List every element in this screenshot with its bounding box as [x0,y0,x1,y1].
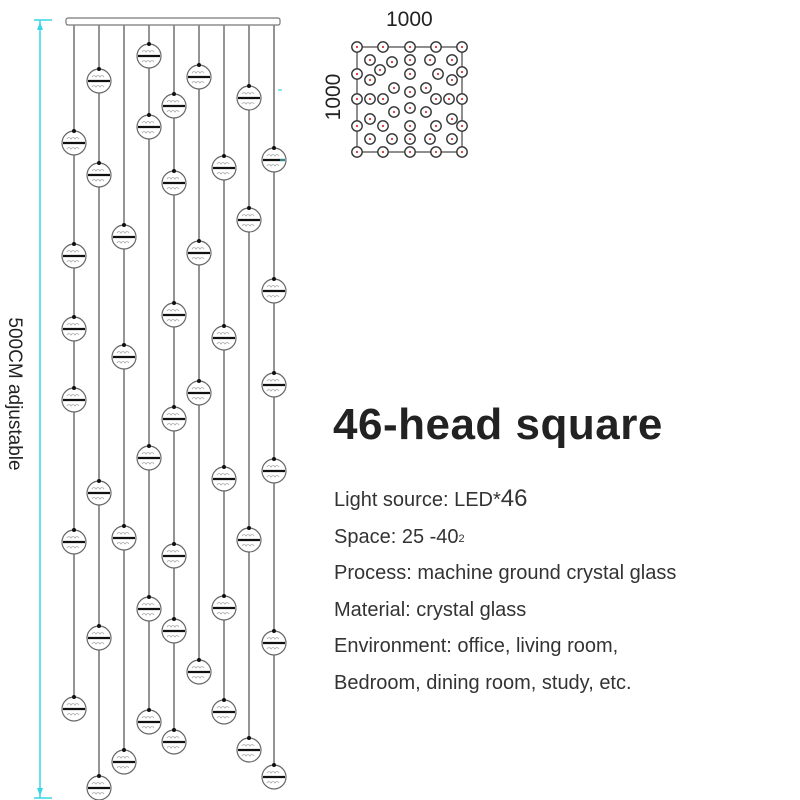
crystal-bulb-icon [111,748,137,775]
crystal-bulb-icon [211,324,237,351]
crystal-bulb-icon [186,658,212,685]
crystal-bulb-icon [136,595,162,622]
crystal-bulb-icon [136,708,162,735]
crystal-bulb-icon [86,774,112,800]
crystal-bulb-icon [211,594,237,621]
spec-environment-2: Bedroom, dining room, study, etc. [334,671,632,694]
crystal-bulb-icon [261,277,287,304]
crystal-bulb-icon [111,524,137,551]
crystal-bulb-icon [161,542,187,569]
crystal-bulb-icon [186,239,212,266]
crystal-bulb-icon [136,42,162,69]
chandelier-elevation-drawing [34,17,287,800]
crystal-bulb-icon [261,763,287,790]
crystal-bulb-icon [61,242,87,269]
plan-width-label: 1000 [386,8,433,31]
spec-process: Process: machine ground crystal glass [334,562,677,584]
crystal-bulb-icon [111,343,137,370]
crystal-bulb-icon [61,695,87,722]
crystal-bulb-icon [161,301,187,328]
crystal-bulb-icon [236,206,262,233]
crystal-bulb-icon [161,92,187,119]
crystal-bulb-icon [136,444,162,471]
crystal-bulb-icon [211,154,237,181]
crystal-bulb-icon [211,698,237,725]
crystal-bulb-icon [161,728,187,755]
crystal-bulb-icon [61,315,87,342]
height-dimension-label: 500CM adjustable [4,317,25,471]
product-title: 46-head square [333,400,663,449]
crystal-bulb-icon [186,379,212,406]
led-count: 46 [500,485,528,512]
spec-space: Space: 25 -402 [334,525,465,548]
crystal-bulb-icon [261,629,287,656]
spec-material: Material: crystal glass [334,598,527,621]
spec-light-source: Light source: LED*46 [334,485,528,512]
crystal-bulb-icon [261,371,287,398]
ceiling-rod [65,17,281,26]
crystal-bulb-icon [161,617,187,644]
crystal-bulb-icon [261,457,287,484]
crystal-bulb-icon [61,129,87,156]
crystal-bulb-icon [86,624,112,651]
crystal-bulb-icon [61,528,87,555]
crystal-bulb-icon [186,63,212,90]
crystal-bulb-icon [161,169,187,196]
crystal-bulb-icon [211,465,237,492]
crystal-bulb-icon [86,479,112,506]
crystal-bulb-icon [261,146,287,173]
plan-depth-label: 1000 [322,73,345,121]
crystal-bulb-icon [86,161,112,188]
crystal-bulb-icon [86,67,112,94]
crystal-bulb-icon [136,113,162,140]
crystal-bulb-icon [236,526,262,553]
crystal-bulb-icon [111,223,137,250]
plan-view-drawing [351,41,468,158]
crystal-bulb-icon [61,386,87,413]
spec-environment-1: Environment: office, living room, [334,635,619,657]
squared-superscript: 2 [458,532,465,545]
crystal-bulb-icon [236,84,262,111]
crystal-bulb-icon [236,736,262,763]
crystal-bulb-icon [161,405,187,432]
spec-list: Light source: LED*46 Space: 25 -402 Proc… [334,481,676,701]
